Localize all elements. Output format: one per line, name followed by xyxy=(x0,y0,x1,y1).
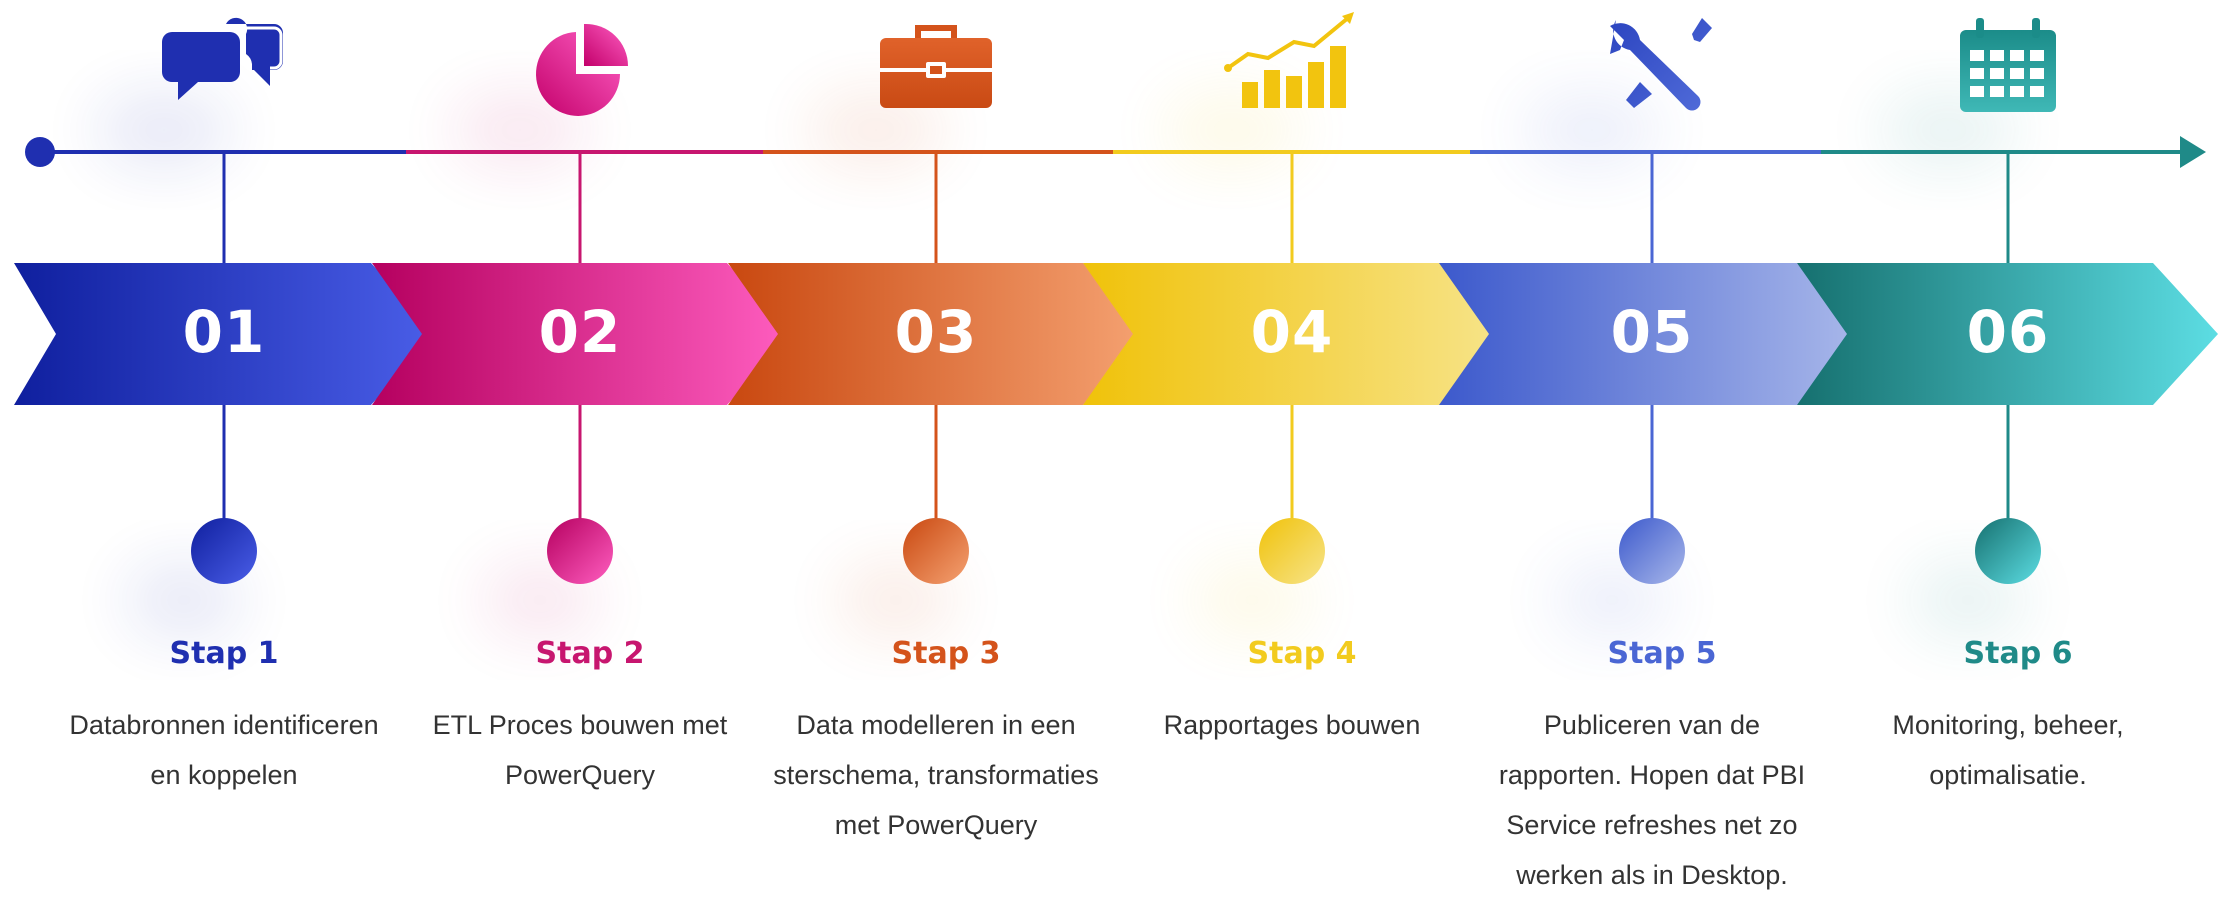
step-dot xyxy=(1619,518,1685,584)
step-number: 03 xyxy=(894,298,978,366)
step-number: 02 xyxy=(538,298,622,366)
step-title: Stap 1 xyxy=(169,636,279,671)
step-title: Stap 3 xyxy=(891,636,1001,671)
step-title: Stap 2 xyxy=(535,636,645,671)
step-number: 05 xyxy=(1610,298,1694,366)
step-arrow xyxy=(1083,263,1506,405)
step-description: Databronnen identificeren en koppelen xyxy=(69,710,379,790)
calendar-icon xyxy=(1938,10,2078,120)
step-title: Stap 4 xyxy=(1247,636,1357,671)
step-arrow xyxy=(14,263,436,405)
wrench-screwdriver-icon xyxy=(1582,10,1722,120)
step-dot xyxy=(547,518,613,584)
step-arrow xyxy=(372,263,792,405)
step-dot xyxy=(903,518,969,584)
step-title: Stap 6 xyxy=(1963,636,2073,671)
step-description: Monitoring, beheer, optimalisatie. xyxy=(1892,710,2124,790)
step-description: ETL Proces bouwen met PowerQuery xyxy=(432,710,728,790)
step-dot xyxy=(1975,518,2041,584)
step-number: 06 xyxy=(1966,298,2050,366)
step-dot xyxy=(1259,518,1325,584)
briefcase-icon xyxy=(866,10,1006,120)
step-arrow xyxy=(1439,263,1862,405)
timeline-start-dot xyxy=(25,137,55,167)
step-number: 04 xyxy=(1250,298,1334,366)
bar-chart-growth-icon xyxy=(1222,10,1362,120)
step-description: Data modelleren in een sterschema, trans… xyxy=(773,710,1099,840)
timeline-end-arrow xyxy=(2180,136,2206,168)
step-description: Publiceren van de rapporten. Hopen dat P… xyxy=(1498,710,1806,890)
step-arrow xyxy=(1797,263,2218,405)
step-title: Stap 5 xyxy=(1607,636,1717,671)
step-number: 01 xyxy=(182,298,266,366)
step-arrow xyxy=(728,263,1148,405)
pie-chart-icon xyxy=(510,10,650,120)
chat-bubbles-icon xyxy=(154,10,294,120)
step-dot xyxy=(191,518,257,584)
step-description: Rapportages bouwen xyxy=(1163,710,1421,740)
